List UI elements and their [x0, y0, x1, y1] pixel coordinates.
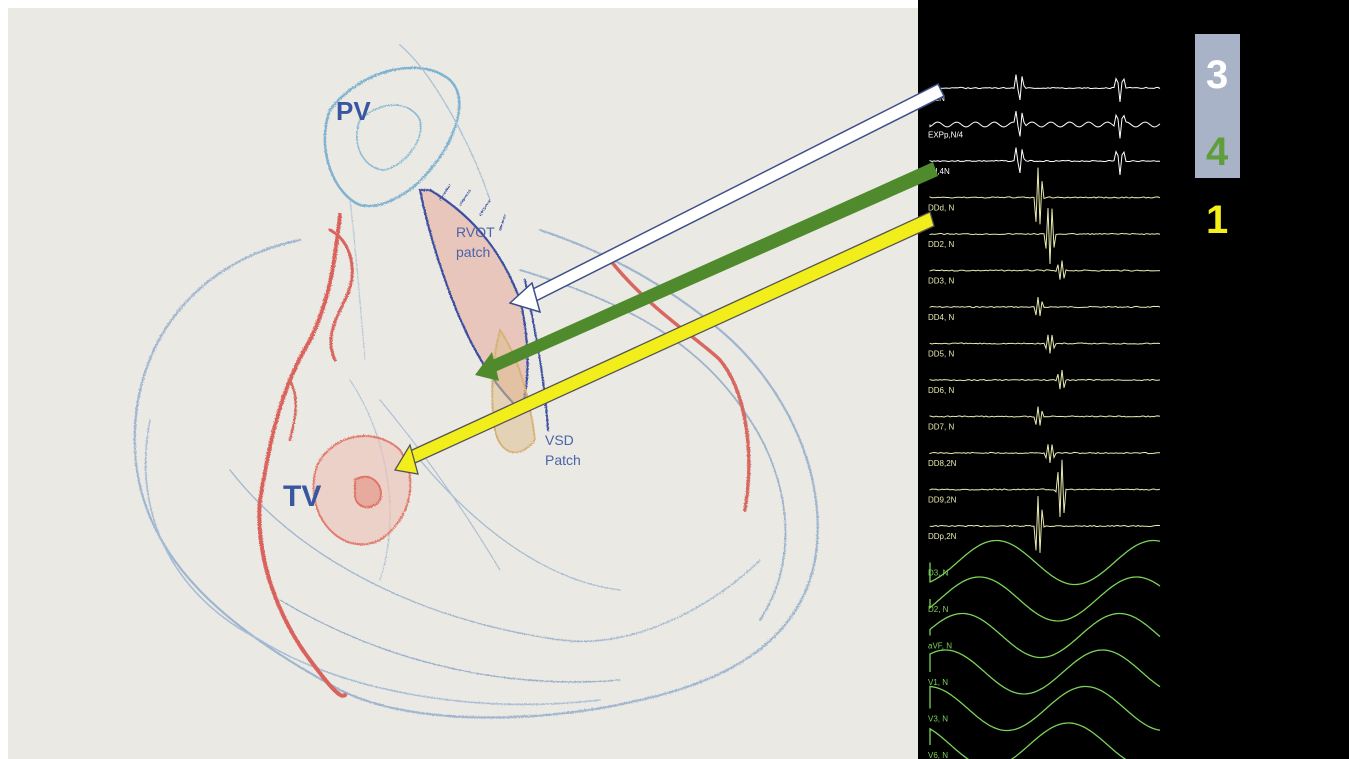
electrogram-channel-label: V6, N	[928, 751, 948, 759]
legend-number-4: 4	[1206, 130, 1229, 174]
electrogram-channel-label: V3, N	[928, 715, 948, 724]
electrogram-channel-label: aVF, N	[928, 642, 952, 651]
legend-number-3: 3	[1206, 53, 1228, 97]
electrogram-channel-label: DD8,2N	[928, 459, 957, 468]
electrogram-channel-label: DD5, N	[928, 350, 954, 359]
pv-label: PV	[336, 96, 371, 126]
rvot-label-line1: RVOT	[456, 224, 495, 240]
tv-label: TV	[283, 480, 321, 513]
electrogram-channel-label: DD7, N	[928, 423, 954, 432]
electrogram-channel-label: DD3, N	[928, 277, 954, 286]
electrogram-channel-label: V1, N	[928, 678, 948, 687]
vsd-label-line2: Patch	[545, 452, 581, 468]
electrogram-channel-label: DDp,2N	[928, 532, 957, 541]
electrogram-channel-label: D3, N	[928, 569, 949, 578]
electrogram-channel-label: DD9,2N	[928, 496, 957, 505]
electrogram-channel-label: DD4, N	[928, 313, 954, 322]
legend-number-1: 1	[1206, 198, 1228, 242]
sketch-paper	[8, 8, 920, 759]
electrogram-channel-label: EXPp,N/4	[928, 131, 964, 140]
vsd-label-line1: VSD	[545, 432, 574, 448]
electrogram-channel-label: D2, N	[928, 605, 949, 614]
electrogram-channel-label: DDd, N	[928, 204, 954, 213]
electrogram-channel-label: DD2, N	[928, 240, 954, 249]
rvot-label-line2: patch	[456, 244, 490, 260]
electrogram-channel-label: DD6, N	[928, 386, 954, 395]
